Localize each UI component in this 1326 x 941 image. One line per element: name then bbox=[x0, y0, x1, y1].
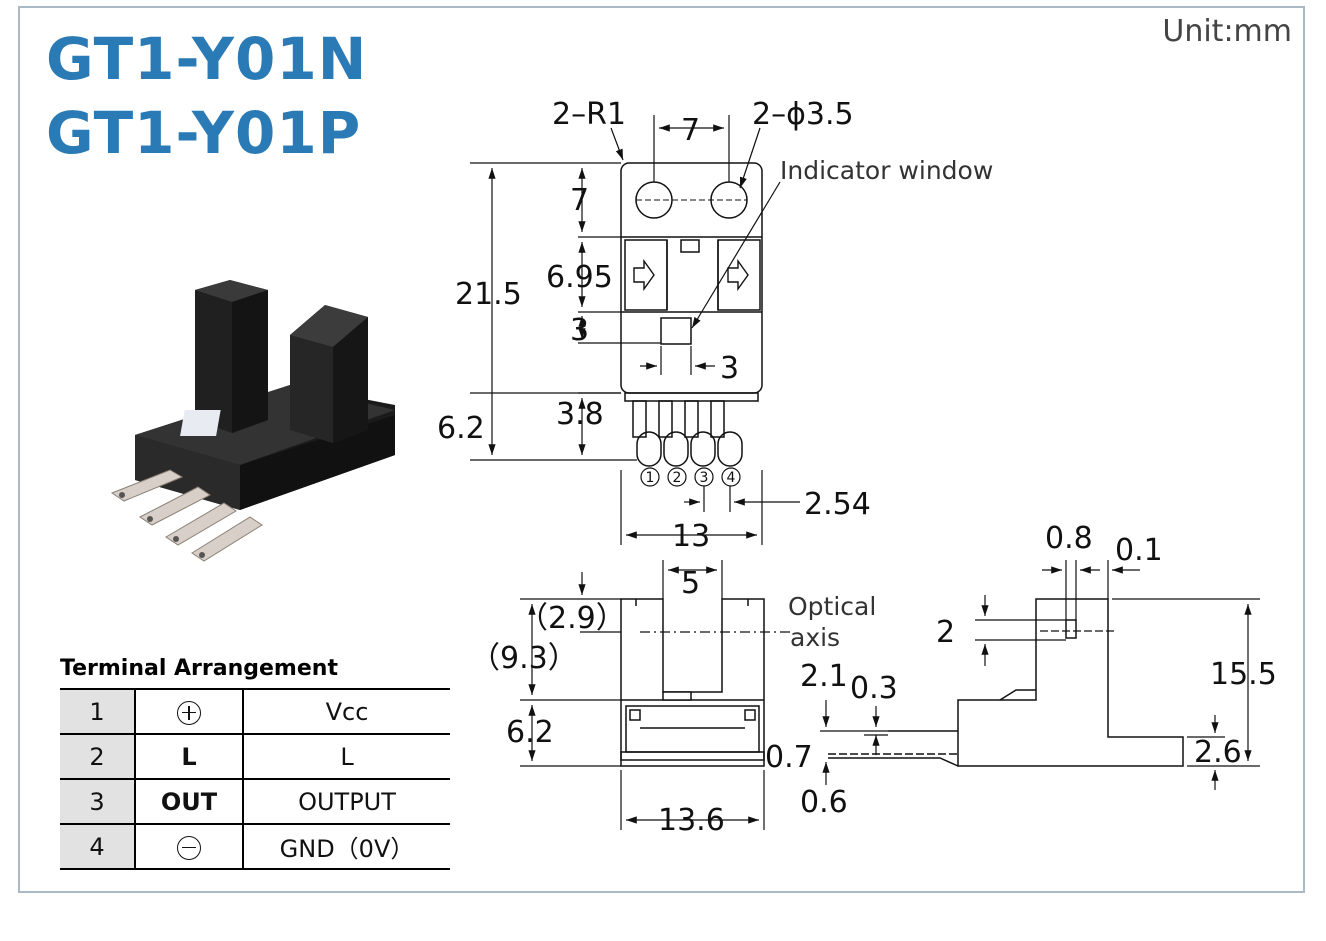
table-row: 2 L L bbox=[60, 734, 450, 780]
terminal-table: 1 Vcc 2 L L 3 OUT OUTPUT 4 GND（0V） bbox=[60, 688, 450, 870]
label-indicator-window: Indicator window bbox=[780, 156, 993, 185]
dim-2-54: 2.54 bbox=[804, 487, 871, 522]
dim-r1: 2–R1 bbox=[552, 97, 626, 132]
table-row: 1 Vcc bbox=[60, 688, 450, 735]
dim-0-7: 0.7 bbox=[765, 740, 813, 775]
dim-hole-spacing: 7 bbox=[681, 113, 700, 148]
terminal-name: Vcc bbox=[243, 688, 450, 735]
dim-0-1: 0.1 bbox=[1115, 533, 1163, 568]
dim-3-8: 3.8 bbox=[556, 397, 604, 432]
terminal-symbol bbox=[135, 824, 244, 870]
minus-circle-icon bbox=[177, 835, 201, 860]
dim-5: 5 bbox=[681, 566, 700, 601]
terminal-number: 1 bbox=[60, 688, 136, 735]
terminal-name: GND（0V） bbox=[243, 824, 450, 870]
dim-6-2b: 6.2 bbox=[506, 715, 554, 750]
terminal-number: 2 bbox=[60, 734, 136, 780]
pin-3-label: 3 bbox=[700, 470, 709, 486]
dim-holes: 2–ϕ3.5 bbox=[752, 97, 854, 132]
side-view-body bbox=[957, 598, 1184, 767]
dim-0-6: 0.6 bbox=[800, 785, 848, 820]
plus-circle-icon bbox=[177, 700, 201, 725]
terminal-arrangement-title: Terminal Arrangement bbox=[60, 656, 338, 681]
dim-2: 2 bbox=[936, 615, 955, 650]
unit-label: Unit:mm bbox=[1162, 14, 1292, 49]
pin-4-label: 4 bbox=[727, 470, 736, 486]
frame-border bbox=[18, 6, 1305, 893]
terminal-number: 3 bbox=[60, 779, 136, 825]
dim-0-8: 0.8 bbox=[1045, 521, 1093, 556]
dim-3a: 3 bbox=[570, 313, 589, 348]
table-row: 4 GND（0V） bbox=[60, 824, 450, 870]
model-title-p: GT1-Y01P bbox=[46, 99, 362, 167]
indicator-window bbox=[660, 317, 692, 345]
dim-9-3: （9.3） bbox=[470, 641, 578, 676]
dim-6-2a: 6.2 bbox=[437, 411, 485, 446]
dim-13: 13 bbox=[672, 519, 710, 554]
label-optical: Optical bbox=[788, 592, 876, 621]
dim-6-95: 6.95 bbox=[546, 260, 613, 295]
terminal-name: OUTPUT bbox=[243, 779, 450, 825]
terminal-number: 4 bbox=[60, 824, 136, 870]
model-title-n: GT1-Y01N bbox=[46, 25, 368, 93]
dim-0-3: 0.3 bbox=[850, 671, 898, 706]
label-axis: axis bbox=[790, 623, 840, 652]
dim-7: 7 bbox=[570, 183, 589, 218]
dim-15-5: 15.5 bbox=[1210, 657, 1277, 692]
dim-2-1: 2.1 bbox=[800, 659, 848, 694]
dim-13-6: 13.6 bbox=[658, 803, 725, 838]
terminal-symbol: OUT bbox=[135, 779, 244, 825]
table-row: 3 OUT OUTPUT bbox=[60, 779, 450, 825]
terminal-symbol: L bbox=[135, 734, 244, 780]
dim-2-6: 2.6 bbox=[1194, 735, 1242, 770]
front-view-body bbox=[620, 598, 765, 761]
dim-21-5: 21.5 bbox=[455, 277, 522, 312]
pin-1-label: 1 bbox=[646, 470, 655, 486]
dim-2-9: （2.9） bbox=[518, 601, 626, 636]
dim-3b: 3 bbox=[720, 351, 739, 386]
pin-2-label: 2 bbox=[673, 470, 682, 486]
terminal-name: L bbox=[243, 734, 450, 780]
product-photo bbox=[110, 280, 395, 562]
terminal-symbol bbox=[135, 688, 244, 735]
